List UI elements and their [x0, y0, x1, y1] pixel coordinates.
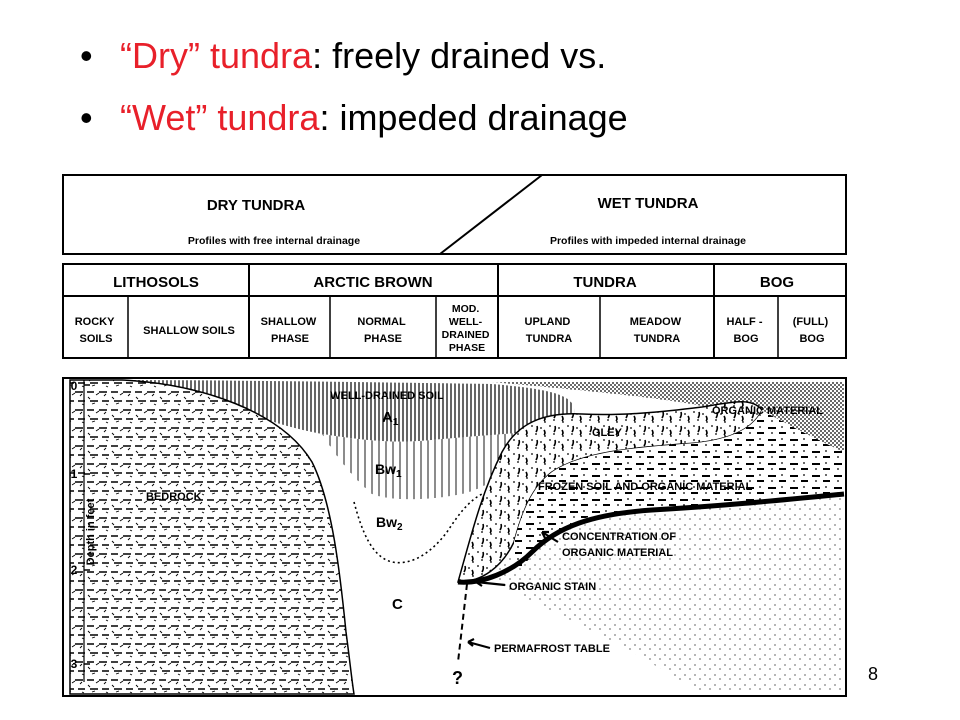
permafrost-table-line [457, 583, 468, 663]
subtype-line: NORMAL [357, 316, 406, 328]
a1-main: A [382, 409, 393, 426]
label-bedrock: BEDROCK [146, 491, 202, 503]
subtype-shallow-phase: SHALLOW PHASE [261, 316, 320, 345]
bullet-dot: • [80, 35, 93, 76]
organic-concentration-band [457, 491, 845, 585]
subtype-line: PHASE [364, 333, 402, 345]
label-a1: A1 [382, 409, 399, 428]
bullet-red-tail: tundra [210, 35, 313, 76]
bullet-close-quote: ” [195, 97, 218, 138]
bullet-wet-tundra: • “Wet” tundra: impeded drainage [80, 100, 628, 136]
wet-tundra-subtitle: Profiles with impeded internal drainage [550, 235, 746, 247]
label-concentration: CONCENTRATION OF ORGANIC MATERIAL [562, 531, 679, 559]
slide-number: 8 [868, 664, 879, 684]
label-well-drained-soil: WELL-DRAINED SOIL [330, 390, 444, 402]
subtype-mod-well-drained: MOD. WELL- DRAINED PHASE [442, 303, 493, 354]
bullet-rest: : freely drained vs. [312, 35, 607, 76]
subtype-line: MOD. [452, 303, 479, 315]
bullet-rest: : impeded drainage [319, 97, 628, 138]
bullet-dot: • [80, 97, 93, 138]
subtype-rocky-soils: ROCKY SOILS [75, 316, 118, 345]
label-question-mark: ? [452, 668, 463, 688]
group-tundra: TUNDRA [573, 274, 636, 291]
depth-tick-3: 3 [71, 657, 78, 671]
subtype-line: UPLAND [525, 316, 571, 328]
subtype-line: SHALLOW SOILS [143, 325, 235, 337]
frozen-soil-zone [514, 410, 844, 572]
bedrock-region [69, 379, 355, 695]
subtype-line: MEADOW [630, 316, 682, 328]
bullet-red-word: Wet [132, 97, 196, 138]
depth-axis-label: Depth in feet [85, 498, 97, 565]
bw1-horizon [322, 432, 532, 500]
bullet-open-quote: “ [120, 97, 132, 138]
label-c-horizon: C [392, 596, 403, 613]
subtype-upland-tundra: UPLAND TUNDRA [525, 316, 574, 345]
arrow-permafrost [467, 638, 491, 650]
subtype-line: PHASE [449, 342, 485, 354]
concentration-line-2: ORGANIC MATERIAL [562, 547, 673, 559]
subtype-line: DRAINED [442, 329, 490, 341]
dry-tundra-title: DRY TUNDRA [207, 197, 306, 214]
label-permafrost-table: PERMAFROST TABLE [494, 643, 610, 655]
subtype-line: (FULL) [793, 316, 829, 328]
group-bog: BOG [760, 274, 794, 291]
bw2-main: Bw [376, 514, 397, 530]
subtype-line: SHALLOW [261, 316, 317, 328]
dry-tundra-subtitle: Profiles with free internal drainage [188, 235, 360, 247]
depth-tick-2: 2 [71, 563, 78, 577]
soil-classification-table: LITHOSOLS ARCTIC BROWN TUNDRA BOG ROCKY … [62, 263, 847, 359]
label-frozen-soil: FROZEN SOIL AND ORGANIC MATERIAL [538, 481, 753, 493]
label-bw2: Bw2 [376, 514, 403, 533]
subtype-line: ROCKY [75, 316, 115, 328]
subtype-normal-phase: NORMAL PHASE [357, 316, 408, 345]
subtype-half-bog: HALF - BOG [726, 316, 765, 345]
wet-tundra-title: WET TUNDRA [598, 195, 699, 212]
bullet-close-quote: ” [188, 35, 210, 76]
label-organic-stain: ORGANIC STAIN [509, 581, 596, 593]
subtype-line: TUNDRA [634, 333, 680, 345]
label-gley: GLEY [592, 427, 623, 439]
label-bw1: Bw1 [375, 461, 402, 480]
group-lithosols: LITHOSOLS [113, 274, 199, 291]
header-panel: DRY TUNDRA Profiles with free internal d… [62, 174, 847, 255]
bw1-main: Bw [375, 461, 396, 477]
bw2-boundary [353, 493, 483, 564]
concentration-line-1: CONCENTRATION OF [562, 531, 676, 543]
arrow-concentration [541, 530, 559, 543]
subtype-shallow-soils: SHALLOW SOILS [143, 325, 235, 337]
bw2-subscript: 2 [397, 522, 403, 533]
bullet-list: •“Dry” tundra: freely drained vs. •“Wet”… [80, 38, 628, 162]
bullet-red-word: Dry [132, 35, 188, 76]
subtype-line: HALF - [726, 316, 762, 328]
a1-subscript: 1 [393, 417, 399, 428]
depth-tick-0: 0 [71, 379, 78, 393]
depth-tick-1: 1 [71, 467, 78, 481]
bw1-subscript: 1 [396, 469, 402, 480]
soil-cross-section: 0 1 2 3 Depth in feet WELL-DRAINED SOIL … [62, 377, 847, 697]
a1-horizon [102, 380, 575, 442]
subtype-line: PHASE [271, 333, 309, 345]
bullet-dry-tundra: • “Dry” tundra: freely drained vs. [80, 38, 628, 74]
bullet-red-tail: tundra [217, 97, 320, 138]
label-organic-material: ORGANIC MATERIAL [712, 405, 823, 417]
soil-profile-diagram: DRY TUNDRA Profiles with free internal d… [62, 172, 848, 698]
group-arctic-brown: ARCTIC BROWN [313, 274, 432, 291]
subtype-meadow-tundra: MEADOW TUNDRA [630, 316, 684, 345]
subtype-line: TUNDRA [526, 333, 572, 345]
subtype-line: BOG [733, 333, 758, 345]
subtype-full-bog: (FULL) BOG [793, 316, 832, 345]
arrow-organic-stain [475, 578, 506, 587]
subsoil-wet-region [472, 496, 844, 694]
bullet-open-quote: “ [120, 35, 132, 76]
subtype-line: BOG [799, 333, 824, 345]
subtype-line: WELL- [449, 316, 483, 328]
subtype-line: SOILS [79, 333, 112, 345]
